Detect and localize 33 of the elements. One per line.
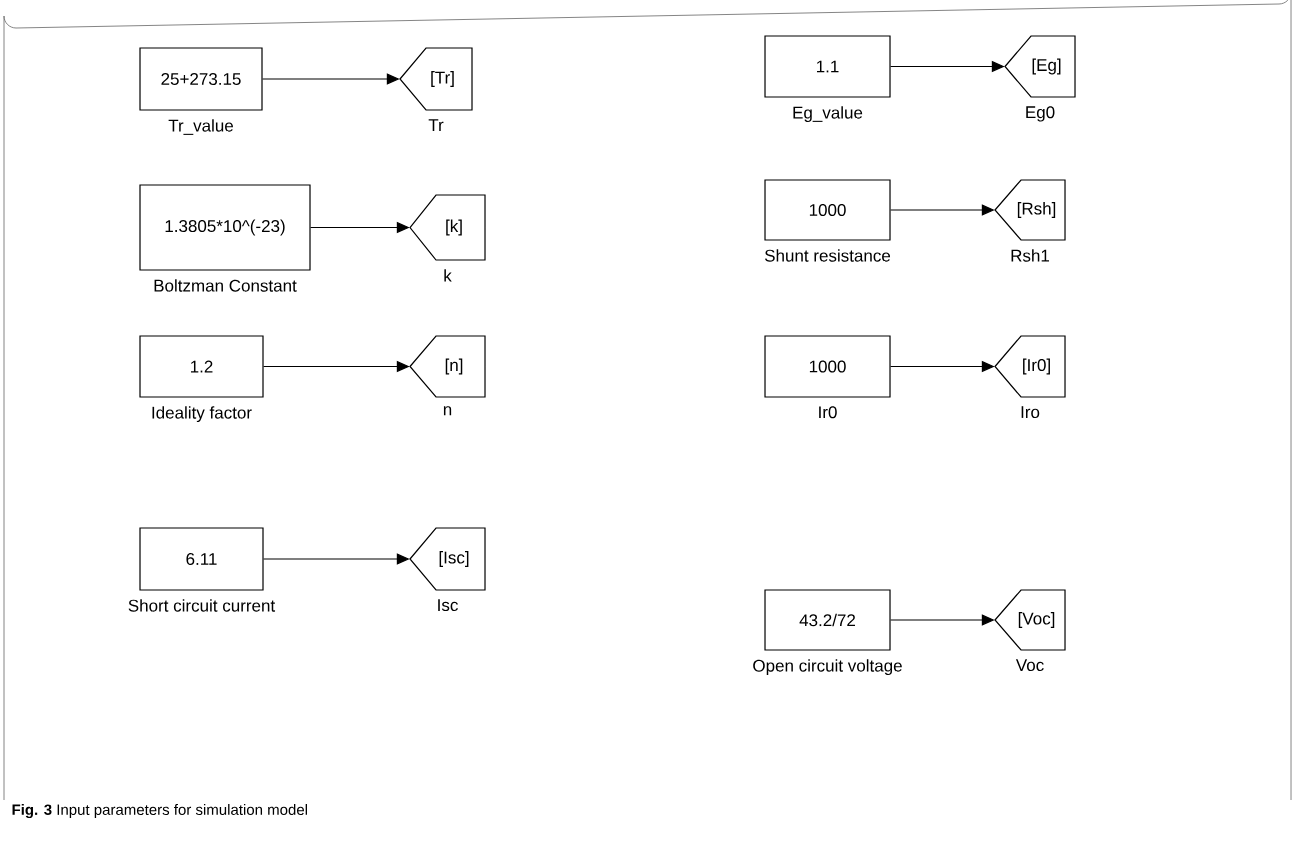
block-label: Voc: [1015, 659, 1044, 672]
block-label: Ir0: [819, 406, 837, 419]
block-label: Ideality factor: [152, 406, 252, 423]
block-label: Iro: [1021, 406, 1040, 419]
constant-block: 1.1: [764, 35, 891, 98]
block-label: k: [444, 269, 452, 282]
block-label: Shunt resistance: [764, 249, 891, 262]
constant-block: 6.11: [139, 527, 264, 591]
goto-block: [Ir0]: [994, 335, 1066, 398]
block-label: Isc: [438, 599, 458, 612]
block-label: Eg0: [1026, 106, 1055, 122]
goto-block: [Eg]: [1004, 35, 1076, 98]
constant-block: 1.3805*10^(-23): [139, 184, 311, 271]
block-label: Boltzman Constant: [154, 279, 297, 292]
constant-block: 1000: [764, 179, 891, 241]
goto-block: [n]: [409, 335, 486, 398]
goto-block: [Isc]: [409, 527, 486, 591]
constant-block: 25+273.15: [139, 47, 263, 111]
constant-block: 43.2/72: [764, 589, 891, 651]
block-label: Rsh1: [1011, 249, 1049, 262]
goto-block: [Tr]: [399, 47, 473, 111]
figure-caption: Fig. 3 Input parameters for simulation model: [12, 804, 307, 819]
block-label: Tr_value: [168, 119, 233, 135]
goto-block: [Voc]: [994, 589, 1066, 651]
block-label: Open circuit voltage: [753, 659, 902, 676]
constant-block: 1000: [764, 335, 891, 398]
block-label: Eg_value: [793, 106, 863, 123]
goto-block: [k]: [409, 194, 486, 261]
block-label: Short circuit current: [128, 599, 276, 612]
block-label: n: [443, 406, 452, 416]
block-label: Tr: [428, 119, 444, 131]
constant-block: 1.2: [139, 335, 264, 398]
goto-block: [Rsh]: [994, 179, 1066, 241]
